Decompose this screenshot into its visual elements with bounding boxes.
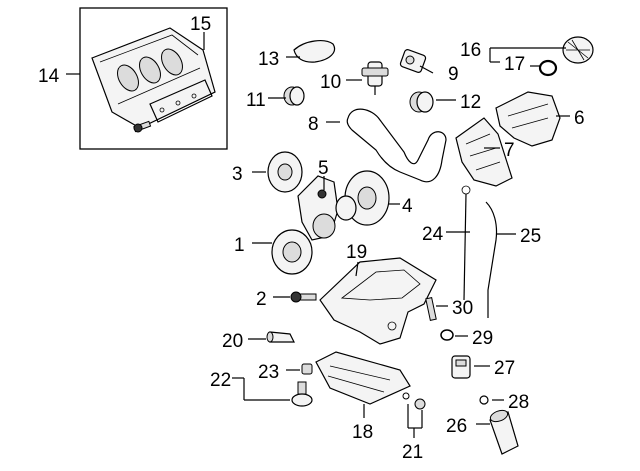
callout-13: 13 [258,49,279,70]
callout-4: 4 [402,196,413,217]
dipstick-tube[interactable] [485,201,498,318]
callout-11: 11 [246,90,266,111]
valve-cover-inset-box [79,7,228,150]
sensor-10[interactable] [361,61,389,95]
callout-23: 23 [258,362,279,383]
callout-2: 2 [256,289,267,310]
pulley-bolt[interactable] [290,291,317,303]
callout-26: 26 [446,416,467,437]
mount-11[interactable] [283,86,305,106]
sensor-23[interactable] [301,363,313,375]
plug-20[interactable] [266,331,295,343]
cam-sprocket-3[interactable] [267,151,303,193]
callout-18: 18 [352,422,373,443]
callout-22: 22 [210,370,231,391]
callout-8: 8 [308,114,319,135]
callout-9: 9 [448,64,459,85]
callout-1: 1 [234,235,245,256]
callout-21: 21 [402,442,423,463]
crank-pulley[interactable] [271,229,313,275]
oil-filter[interactable] [489,408,519,455]
timing-belt[interactable] [346,108,447,183]
callout-30: 30 [452,298,473,319]
stud-30[interactable] [425,297,437,321]
oil-pan-upper[interactable] [319,257,437,345]
callout-15: 15 [190,14,211,35]
cap-seal[interactable] [538,59,558,77]
callout-25: 25 [520,226,541,247]
callout-5: 5 [318,158,329,179]
cam-sprocket-4[interactable] [335,170,390,226]
callout-3: 3 [232,164,243,185]
oil-filler-cap[interactable] [562,36,594,64]
drain-plug[interactable] [402,392,426,410]
sensor-9[interactable] [399,49,427,73]
sensor-22[interactable] [291,381,313,407]
leader-lines [66,32,570,438]
callout-6: 6 [574,108,585,129]
bracket-13[interactable] [293,40,336,63]
oil-pan-lower[interactable] [315,351,411,405]
callout-29: 29 [472,328,493,349]
washer-28[interactable] [479,395,489,405]
valve-cover[interactable] [91,27,216,129]
timing-cover-6[interactable] [495,91,561,147]
callout-16: 16 [460,40,481,61]
callout-24: 24 [422,224,444,245]
callout-17: 17 [504,54,525,75]
callout-19: 19 [346,242,367,263]
mount-12[interactable] [409,91,434,113]
o-ring-29[interactable] [440,329,454,341]
tensioner-5[interactable] [297,175,339,241]
callout-20: 20 [222,331,243,352]
callout-27: 27 [494,358,515,379]
callout-14: 14 [38,66,60,87]
callout-7: 7 [504,140,515,161]
oil-pressure-switch[interactable] [451,355,471,379]
dipstick[interactable] [461,185,471,301]
valve-cover-gasket[interactable] [149,79,213,123]
valve-cover-bolt[interactable] [133,120,152,133]
callout-28: 28 [508,392,529,413]
callout-10: 10 [320,72,341,93]
callout-12: 12 [460,92,481,113]
callout-labels: 14 15 13 10 9 16 17 11 12 8 6 7 3 5 4 1 … [38,14,585,463]
